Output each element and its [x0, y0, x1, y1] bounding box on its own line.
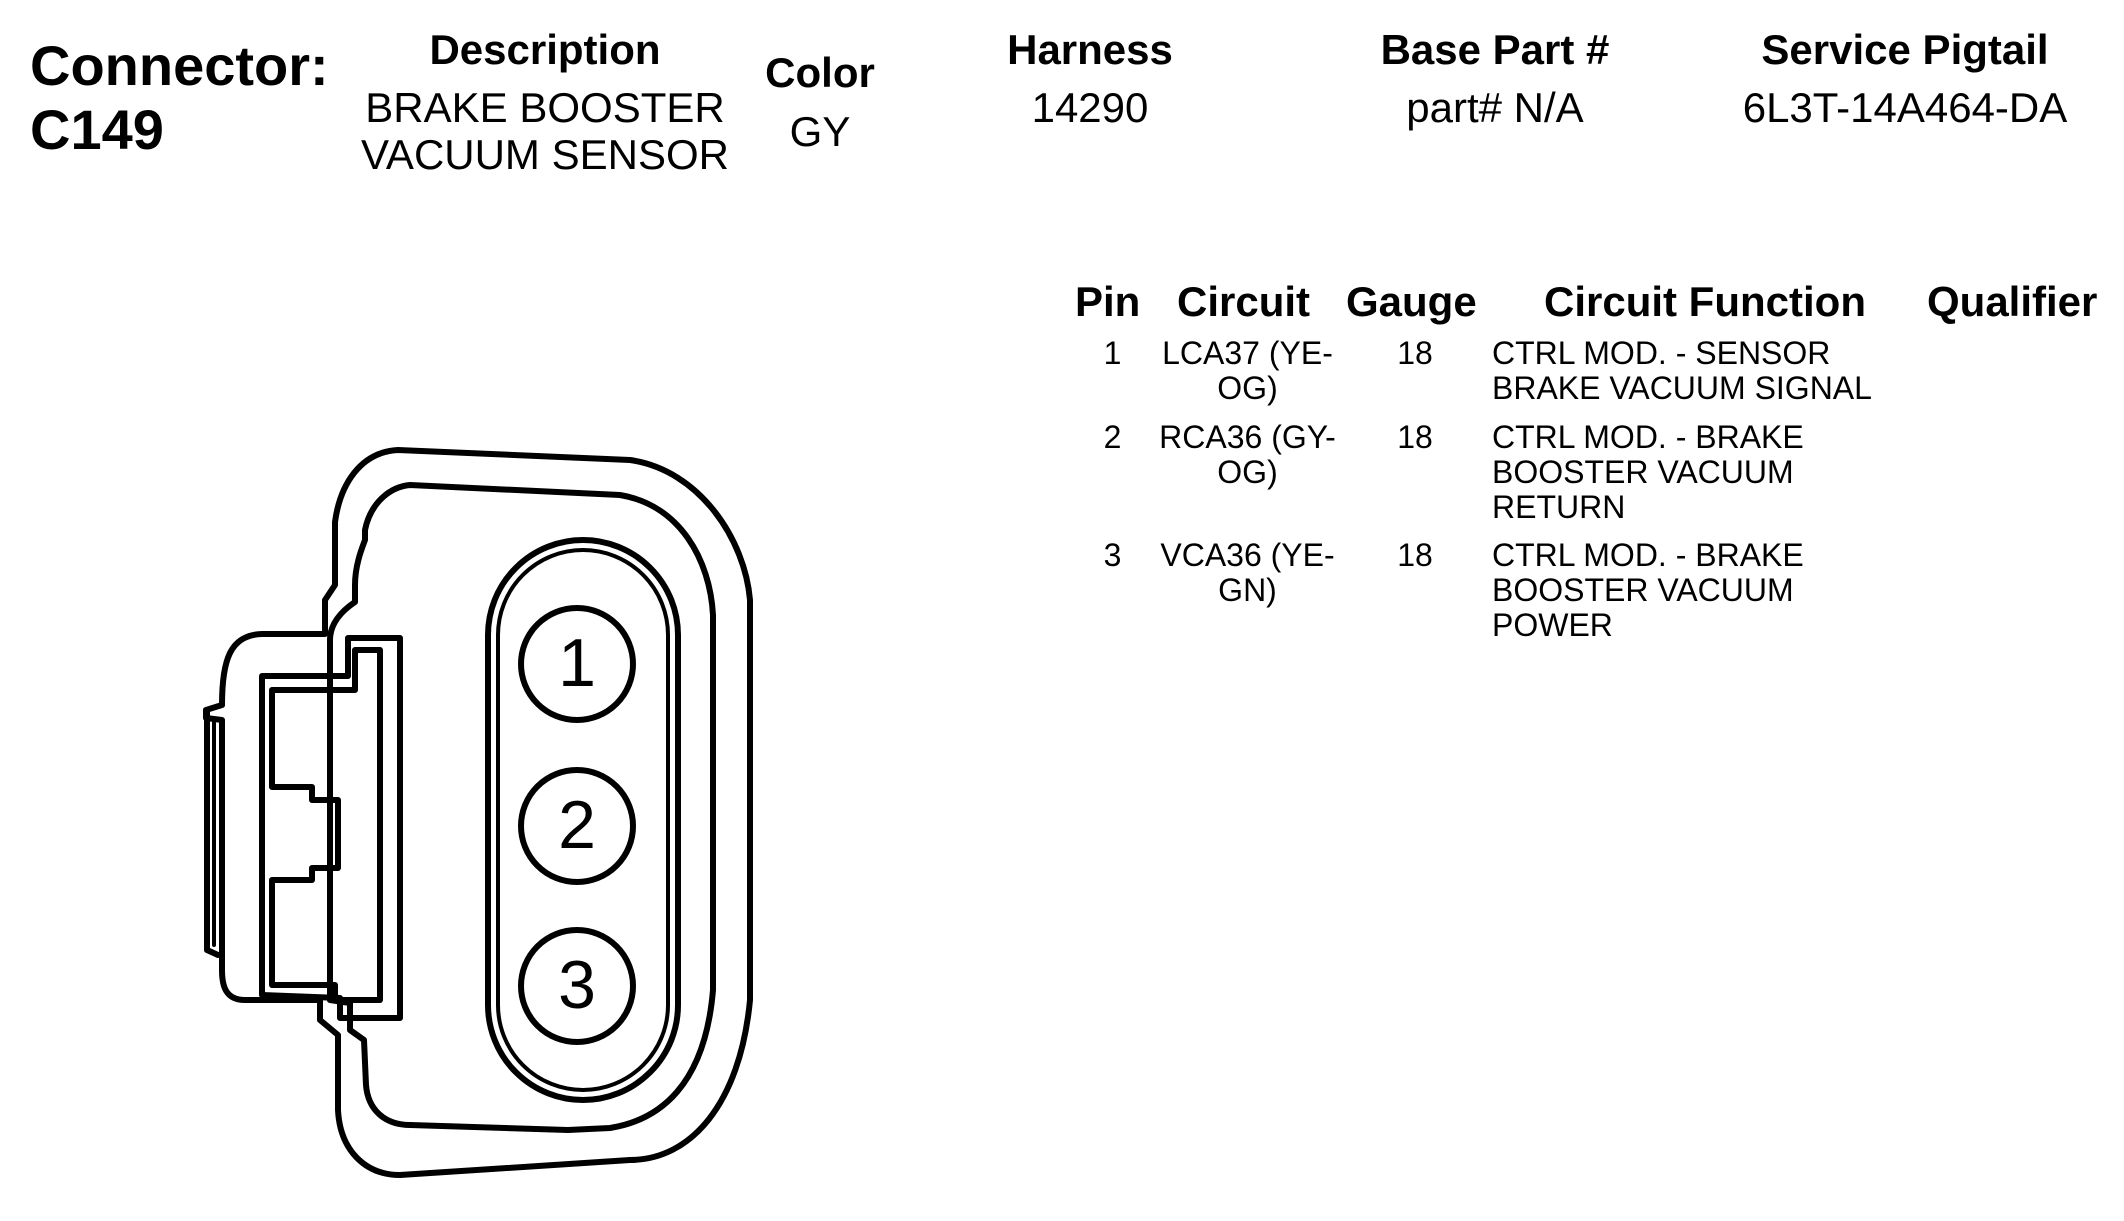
table-header-circuit-function: Circuit Function: [1544, 278, 1866, 325]
base-part-header: Base Part #: [1380, 26, 1610, 73]
harness-value: 14290: [1031, 84, 1149, 131]
function-line-1: CTRL MOD. - BRAKE: [1492, 419, 1804, 455]
pin-1-circle: [518, 605, 636, 723]
description-value: BRAKE BOOSTER VACUUM SENSOR: [340, 84, 750, 178]
table-cell-circuit: VCA36 (YE- GN): [1145, 538, 1350, 608]
color-value: GY: [789, 108, 851, 155]
function-line-2: BOOSTER VACUUM: [1492, 454, 1794, 490]
pin-3-label: 3: [558, 947, 596, 1023]
table-cell-function: CTRL MOD. - BRAKE BOOSTER VACUUM RETURN: [1492, 420, 1912, 525]
table-header-qualifier: Qualifier: [1927, 278, 2098, 325]
harness-header: Harness: [1007, 26, 1173, 73]
pin-1-label: 1: [558, 625, 596, 701]
table-cell-gauge: 18: [1397, 335, 1433, 371]
service-pigtail-value: 6L3T-14A464-DA: [1742, 84, 2068, 131]
connector-pin-3: 3: [518, 927, 636, 1045]
service-pigtail-header: Service Pigtail: [1761, 26, 2049, 73]
connector-face-diagram: 1 2 3: [203, 447, 753, 1178]
table-header-pin: Pin: [1075, 278, 1141, 325]
function-line-2: BOOSTER VACUUM: [1492, 572, 1794, 608]
description-line-2: VACUUM SENSOR: [361, 131, 729, 178]
base-part-value: part# N/A: [1406, 84, 1584, 131]
circuit-line-2: OG): [1217, 370, 1278, 406]
color-header: Color: [765, 49, 875, 96]
table-cell-circuit: LCA37 (YE- OG): [1145, 336, 1350, 406]
connector-housing-inner: [327, 482, 716, 1133]
function-line-2: BRAKE VACUUM SIGNAL: [1492, 370, 1872, 406]
function-line-1: CTRL MOD. - BRAKE: [1492, 537, 1804, 573]
connector-pin-2: 2: [518, 767, 636, 885]
table-cell-function: CTRL MOD. - BRAKE BOOSTER VACUUM POWER: [1492, 538, 1912, 643]
pin-cavity-slot-inner: [496, 548, 670, 1092]
connector-latch-outer: [259, 635, 403, 1021]
circuit-line-1: VCA36 (YE-: [1160, 537, 1335, 573]
connector-label: Connector:: [30, 34, 329, 97]
table-cell-pin: 1: [1103, 335, 1122, 371]
table-cell-pin: 2: [1103, 419, 1122, 455]
table-cell-pin: 3: [1103, 537, 1122, 573]
table-cell-gauge: 18: [1397, 419, 1433, 455]
pin-3-circle: [518, 927, 636, 1045]
description-line-1: BRAKE BOOSTER: [365, 84, 725, 131]
connector-pin-1: 1: [518, 605, 636, 723]
connector-latch-inner: [269, 647, 383, 1003]
table-cell-function: CTRL MOD. - SENSOR BRAKE VACUUM SIGNAL: [1492, 336, 1912, 406]
table-header-gauge: Gauge: [1346, 278, 1477, 325]
connector-id: C149: [30, 98, 164, 161]
circuit-line-1: LCA37 (YE-: [1162, 335, 1333, 371]
function-line-3: POWER: [1492, 607, 1613, 643]
pin-2-circle: [518, 767, 636, 885]
function-line-3: RETURN: [1492, 489, 1626, 525]
circuit-line-2: OG): [1217, 454, 1278, 490]
function-line-1: CTRL MOD. - SENSOR: [1492, 335, 1831, 371]
circuit-line-2: GN): [1218, 572, 1277, 608]
description-header: Description: [429, 26, 661, 73]
table-cell-gauge: 18: [1397, 537, 1433, 573]
connector-side-ridge: [204, 707, 221, 958]
connector-title: Connector: C149: [30, 34, 329, 162]
table-header-circuit: Circuit: [1177, 278, 1311, 325]
table-cell-circuit: RCA36 (GY- OG): [1145, 420, 1350, 490]
circuit-line-1: RCA36 (GY-: [1159, 419, 1336, 455]
pin-2-label: 2: [558, 787, 596, 863]
